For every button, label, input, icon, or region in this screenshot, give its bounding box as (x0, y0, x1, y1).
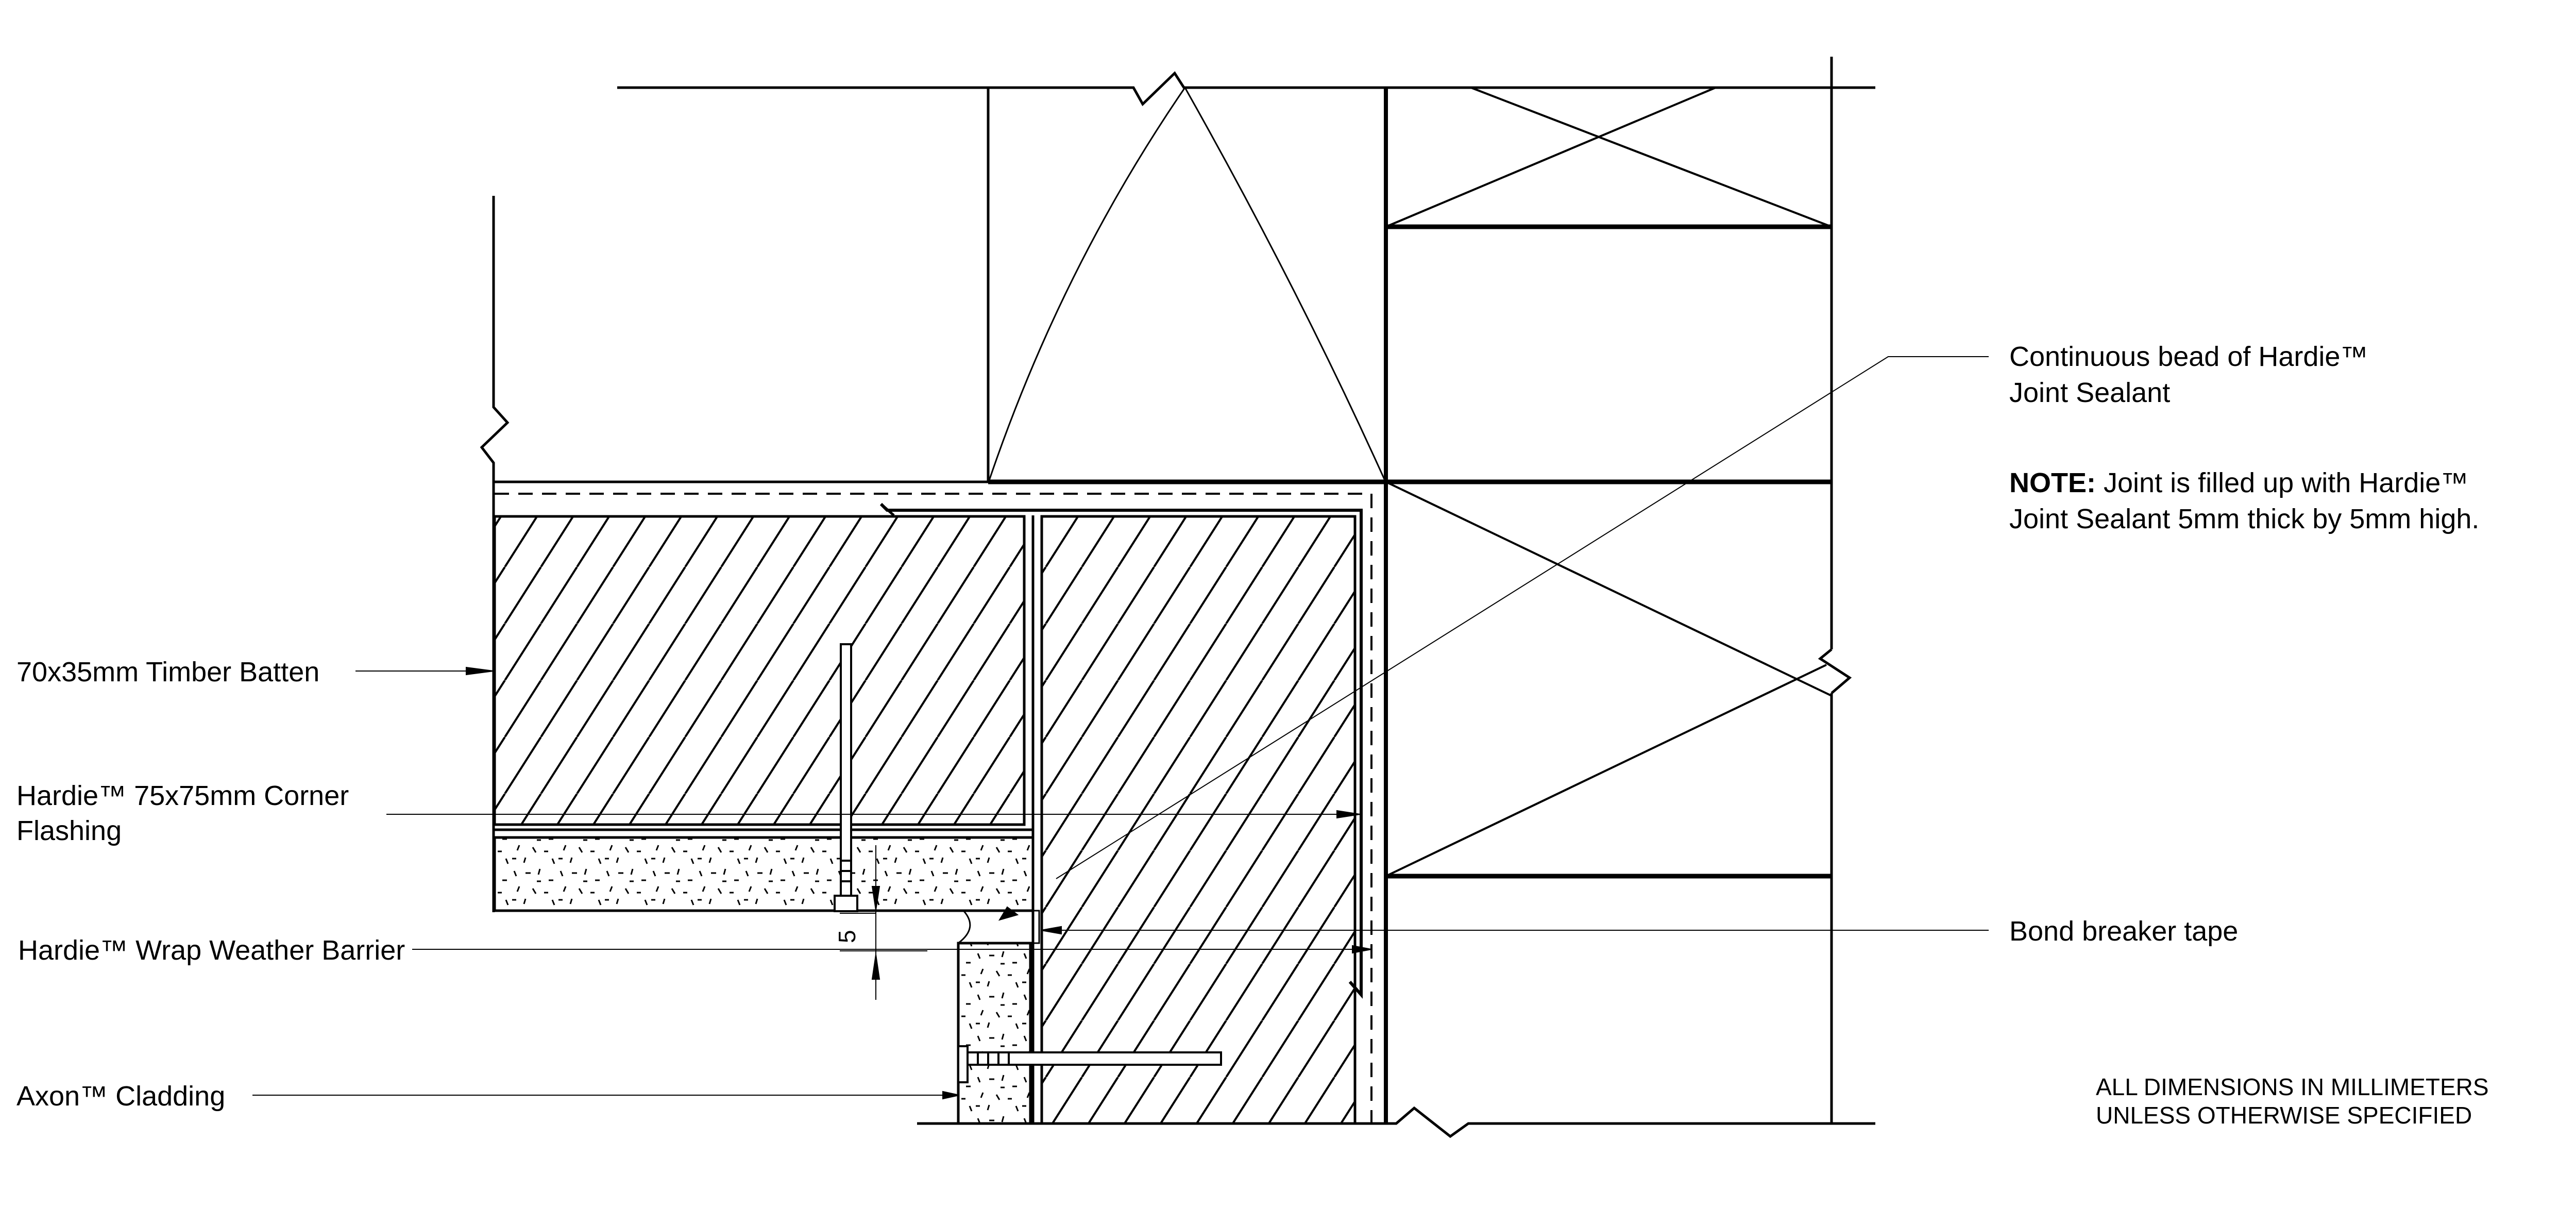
timber-batten-right (1040, 515, 1357, 1125)
note-line2: Joint Sealant 5mm thick by 5mm high. (2009, 504, 2479, 534)
timber-batten-left (493, 515, 1026, 826)
fixing-vertical (834, 643, 858, 912)
label-weather-barrier: Hardie™ Wrap Weather Barrier (18, 935, 405, 966)
note-prefix: NOTE: (2009, 467, 2096, 498)
right-break (1818, 648, 1852, 694)
top-break-line (617, 71, 1875, 107)
footer-line2: UNLESS OTHERWISE SPECIFIED (2096, 1102, 2472, 1129)
label-corner-flashing: Hardie™ 75x75mm Corner (16, 780, 349, 811)
label-joint-sealant: Continuous bead of Hardie™ (2009, 341, 2368, 372)
label-timber-batten: 70x35mm Timber Batten (16, 657, 319, 688)
axon-cladding-top (493, 836, 1035, 912)
framing (480, 57, 1875, 1138)
footer-line1: ALL DIMENSIONS IN MILLIMETERS (2096, 1074, 2489, 1100)
leader-lines (252, 356, 1989, 1100)
label-bond-breaker: Bond breaker tape (2009, 916, 2238, 947)
corner-flashing (879, 502, 1363, 999)
label-joint-sealant-2: Joint Sealant (2009, 377, 2170, 408)
bond-breaker-tape (1032, 910, 1040, 944)
label-corner-flashing-2: Flashing (16, 815, 122, 846)
joint-sealant (958, 910, 971, 944)
dimension-value: 5 (834, 930, 860, 943)
dimension-5mm (840, 845, 927, 1000)
weather-barrier (495, 493, 1372, 1124)
note-line1: Joint is filled up with Hardie™ (2096, 467, 2468, 498)
label-axon-cladding: Axon™ Cladding (16, 1081, 225, 1112)
stud-section-symbol (988, 87, 1386, 481)
axon-cladding-side (957, 942, 1032, 1125)
fixing-horizontal (957, 1045, 1222, 1083)
note: NOTE: Joint is filled up with Hardie™ (2009, 467, 2468, 498)
